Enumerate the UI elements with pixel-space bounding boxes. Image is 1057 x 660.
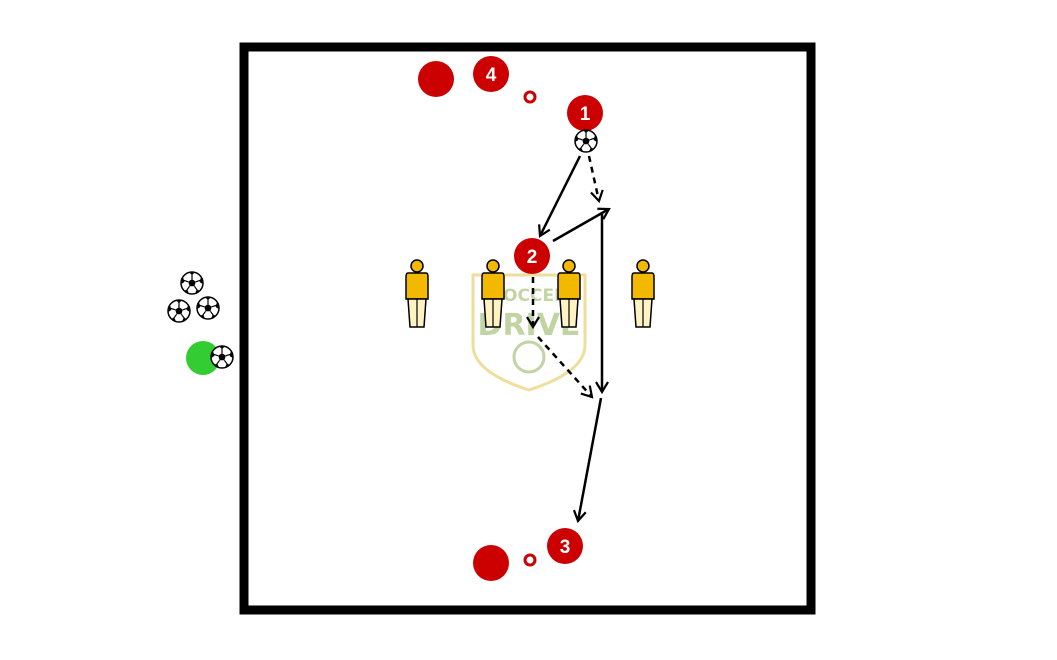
soccer-ball-icon [574, 129, 598, 153]
run-arrow-2-diagonal [537, 336, 594, 399]
player-unlabeled-top [418, 61, 454, 97]
svg-text:2: 2 [527, 247, 538, 268]
coach [186, 341, 220, 375]
watermark-soccer-text: SOCCER [491, 286, 567, 306]
player-unlabeled-bottom [473, 545, 509, 581]
cone-marker-top [523, 90, 537, 104]
player-1: 1 [567, 95, 603, 131]
pass-arrow-2-to-wall [552, 207, 611, 243]
pass-arrow-1-to-2 [538, 155, 582, 238]
soccer-ball-icon [180, 271, 204, 295]
cone-marker-bottom [523, 553, 537, 567]
player-2: 2 [514, 238, 550, 274]
run-arrow-1 [587, 155, 604, 204]
svg-text:3: 3 [560, 537, 571, 558]
soccer-ball-icon [210, 345, 234, 369]
svg-text:4: 4 [486, 65, 497, 86]
soccer-ball-icon [167, 299, 191, 323]
player-4: 4 [473, 56, 509, 92]
pass-arrow-to-3 [572, 397, 603, 524]
soccer-ball-icon [196, 296, 220, 320]
player-3: 3 [547, 528, 583, 564]
svg-text:1: 1 [580, 104, 591, 125]
